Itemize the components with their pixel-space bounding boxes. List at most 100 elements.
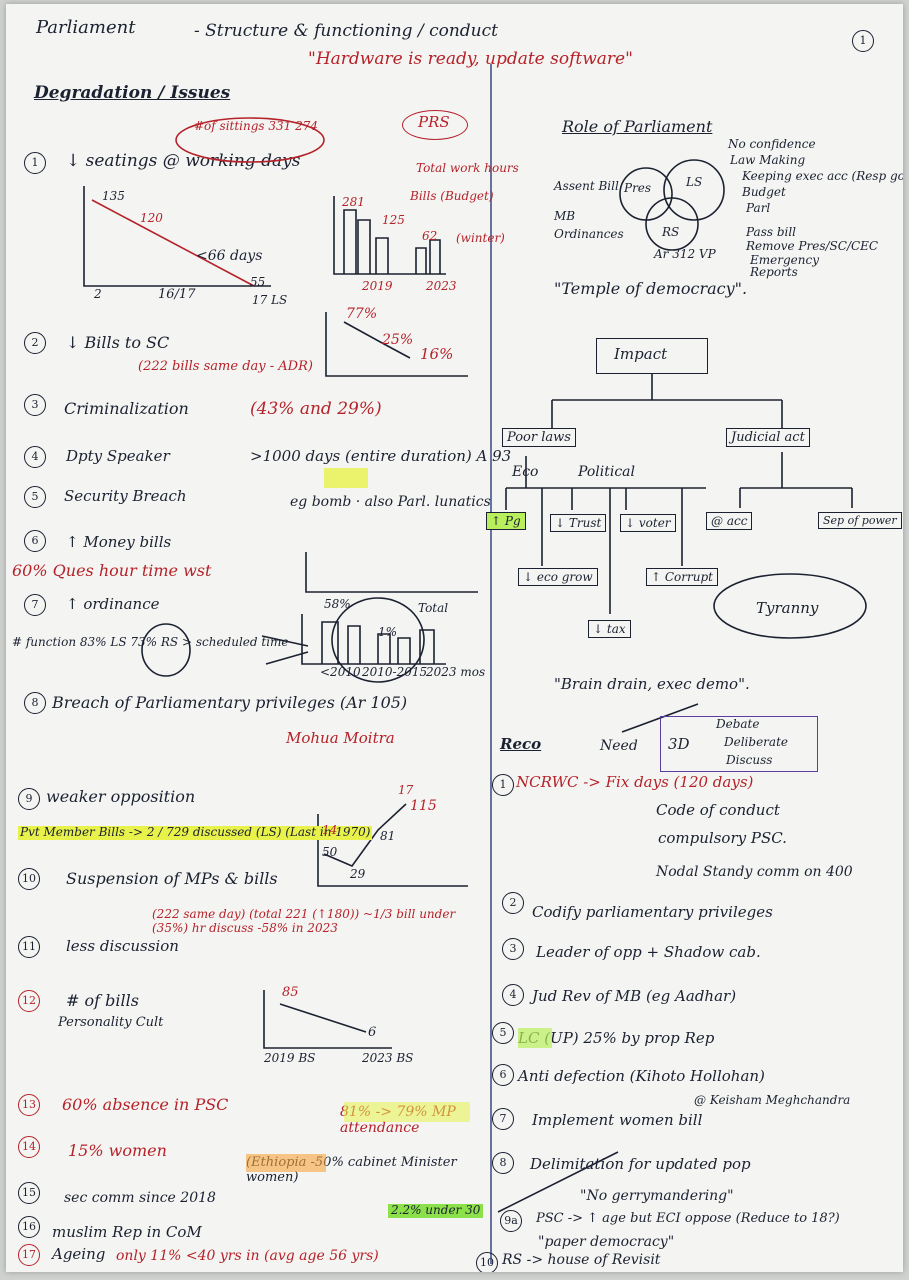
item-number: 14 [18,1136,40,1158]
prs-label: PRS [418,113,450,131]
item-number: 10 [18,868,40,890]
reco-text: "paper democracy" [538,1234,675,1250]
venn-right-note: Law Making [730,153,806,167]
page-title: Parliament [36,17,136,38]
item-number: 13 [18,1094,40,1116]
highlight-a93 [324,468,368,488]
venn-bottom: Ar 312 VP [654,247,716,261]
three-d-item: Deliberate [724,735,788,749]
item-note: (43% and 29%) [250,399,382,419]
chart4-label: 2023 mos [426,665,486,679]
item-note: (222 bills same day - ADR) [138,359,313,374]
venn-right-note: Reports [750,265,798,279]
brain-drain-quote: "Brain drain, exec demo". [554,675,750,693]
item-note: (222 same day) (total 221 (↑180)) ~1/3 b… [152,907,456,935]
item-number: 4 [24,446,46,468]
item-text: weaker opposition [46,787,196,806]
chart1-label: <66 days [196,248,263,264]
need-label: Need [600,738,638,754]
chart1-label: 135 [102,189,125,203]
item-text: Criminalization [64,399,189,418]
reco-text: Code of conduct [656,801,780,819]
item-note: Mohua Moitra [286,729,395,747]
chart1-label: 17 LS [252,293,288,307]
item-text: ↓ Bills to SC [66,333,170,352]
item-number: 5 [24,486,46,508]
item-text: ↓ seatings @ working days [66,151,301,171]
chart6-label: 85 [282,985,299,1000]
poor-laws-node: Poor laws [502,428,576,447]
item-text: 15% women [68,1141,167,1160]
venn-rs: RS [662,225,680,239]
reco-text: Jud Rev of MB (eg Aadhar) [532,987,737,1005]
chart5-label: 50 [322,845,338,859]
chart5-label: 115 [410,798,437,814]
temple-quote: "Temple of democracy". [554,279,748,298]
chart1-label: 2 [94,287,102,301]
chart1-label: 120 [140,211,163,225]
item-text: # of bills [66,991,139,1010]
chart3-label: 16% [420,345,454,363]
item-note: 60% Ques hour time wst [12,561,212,580]
item-number: 1 [24,152,46,174]
item-text: less discussion [66,937,179,955]
venn-right-note: Keeping exec acc (Resp govt) [742,169,903,183]
item-text: Suspension of MPs & bills [66,869,278,888]
item-number: 9 [18,788,40,810]
venn-right-note: Emergency [750,253,819,267]
chart2-label: (winter) [456,231,505,245]
page-subtitle: - Structure & functioning / conduct [194,21,498,41]
header-quote: "Hardware is ready, update software" [308,49,633,69]
reco-text: LC (UP) 25% by prop Rep [518,1029,715,1047]
reco-number: 10 [476,1252,498,1272]
prs-circle [402,110,468,140]
reco-number: 4 [502,984,524,1006]
item-number: 12 [18,990,40,1012]
chart5-label: 14 [322,823,338,837]
reco-text: Codify parliamentary privileges [532,903,773,921]
item-note: only 11% <40 yrs in (avg age 56 yrs) [116,1248,379,1264]
chart2-label: 2023 [426,279,457,293]
chart5-label: 81 [380,829,396,843]
item-number: 3 [24,394,46,416]
reco-number: 3 [502,938,524,960]
impact-label: Impact [614,345,668,363]
pvt-bills-note: Pvt Member Bills -> 2 / 729 discussed (L… [18,825,373,840]
item-number: 8 [24,692,46,714]
impact-node: @ acc [706,512,753,530]
item-number: 17 [18,1244,40,1266]
impact-box [596,338,708,374]
reco-text: "No gerrymandering" [580,1188,734,1204]
item-number: 7 [24,594,46,616]
chart1-label: 16/17 [158,287,196,302]
reco-text: Implement women bill [532,1111,703,1129]
column-divider [490,64,492,1264]
impact-node: ↓ Trust [550,514,607,532]
item-text: sec comm since 2018 [64,1190,216,1206]
item-note: Personality Cult [58,1015,164,1030]
three-d-label: 3D [668,735,690,753]
chart4-label: 2010-2015 [362,665,428,679]
left-heading: Degradation / Issues [34,83,231,103]
venn-pres: Pres [624,181,652,195]
three-d-box [660,716,818,772]
impact-node: Sep of power [818,512,902,529]
item-number: 16 [18,1216,40,1238]
item-number: 15 [18,1182,40,1204]
venn-left-note: MB [554,209,576,223]
impact-node: ↑ Pg [486,512,526,530]
reco-number: 1 [492,774,514,796]
item-text: Dpty Speaker [66,447,170,465]
judicial-act-node: Judicial act [726,428,810,447]
role-heading: Role of Parliament [562,117,713,136]
chart6-label: 2023 BS [362,1051,414,1065]
impact-node: ↓ voter [620,514,676,532]
venn-right-note: Remove Pres/SC/CEC [746,239,879,253]
highlight-attendance [344,1102,470,1122]
tyranny-label: Tyranny [756,599,819,617]
item-note: #of sittings 331 274 [194,119,319,133]
item-number: 11 [18,936,40,958]
reco-number: 9a [500,1210,522,1232]
item-text: Breach of Parliamentary privileges (Ar 1… [52,693,408,712]
impact-node: ↓ tax [588,620,631,638]
